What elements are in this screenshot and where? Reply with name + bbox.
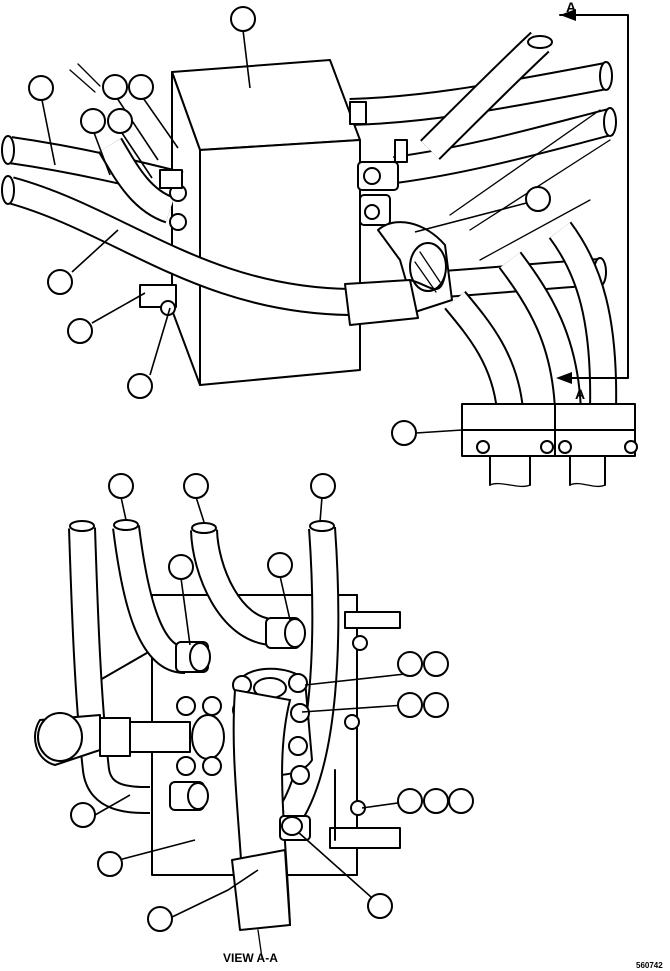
callout-bubble [70, 802, 96, 828]
section-line: A A [556, 0, 629, 402]
callout-bubble [127, 373, 153, 399]
callout-bubble [310, 473, 336, 499]
callout-bubble [80, 108, 106, 134]
callout-bubble [267, 552, 293, 578]
callout-bubble [397, 692, 423, 718]
callout-bubble [107, 108, 133, 134]
view-label: VIEW A-A [223, 951, 278, 965]
callout-bubble [367, 893, 393, 919]
callout-bubble [128, 74, 154, 100]
callouts-top [28, 6, 551, 446]
callout-bubble [47, 269, 73, 295]
hose-clamp [461, 403, 638, 488]
callout-bubble [67, 318, 93, 344]
callouts-bottom [70, 473, 474, 932]
callout-bubble [168, 554, 194, 580]
left-hoses [1, 63, 446, 326]
callout-bubble [423, 651, 449, 677]
bottom-assembly: VIEW A-A [34, 473, 474, 965]
main-down-hose [231, 688, 292, 959]
lower-hoses [444, 221, 618, 412]
leaders-top [41, 29, 539, 434]
section-marker-top: A [566, 0, 576, 15]
lower-right-fitting [279, 815, 311, 841]
callout-bubble [423, 692, 449, 718]
left-elbow [34, 712, 225, 766]
callout-bubble [183, 473, 209, 499]
leaders-bottom [94, 496, 406, 919]
callout-bubble [108, 473, 134, 499]
callout-bubble [448, 788, 474, 814]
block-bolts-left [139, 169, 187, 316]
callout-bubble [230, 6, 256, 32]
callout-bubble [397, 651, 423, 677]
plate-fittings [169, 617, 306, 811]
section-marker-bottom: A [575, 386, 585, 402]
callout-bubble [147, 906, 173, 932]
callout-bubble [28, 75, 54, 101]
valve-block-top [171, 59, 408, 386]
callout-bubble [397, 788, 423, 814]
top-assembly: A A [1, 0, 638, 488]
callout-bubble [102, 74, 128, 100]
callout-bubble [391, 420, 417, 446]
callout-bubble [97, 851, 123, 877]
drawing-number: 560742 [636, 961, 663, 970]
callout-bubble [525, 186, 551, 212]
callout-bubble [423, 788, 449, 814]
